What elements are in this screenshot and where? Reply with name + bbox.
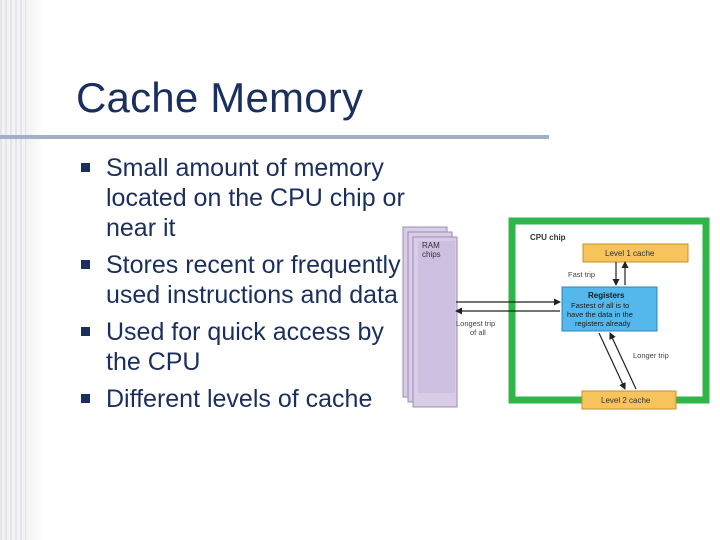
ram-chips: RAM chips bbox=[402, 226, 458, 408]
bullet-square-icon bbox=[81, 163, 90, 172]
bullet-item: Stores recent or frequently used instruc… bbox=[76, 250, 416, 310]
level1-cache-label: Level 1 cache bbox=[605, 249, 655, 258]
ram-label-line1: RAM bbox=[422, 241, 440, 250]
slide-title: Cache Memory bbox=[76, 74, 364, 121]
level2-cache: Level 2 cache bbox=[581, 390, 677, 410]
l2-registers-arrows bbox=[598, 332, 637, 390]
bullet-item: Different levels of cache bbox=[76, 384, 416, 414]
ram-label-line2: chips bbox=[422, 250, 441, 259]
longest-trip-label-line1: Longest trip bbox=[456, 319, 495, 328]
level1-cache: Level 1 cache bbox=[582, 243, 689, 263]
bullet-text: Stores recent or frequently used instruc… bbox=[106, 251, 401, 309]
bullet-item: Small amount of memory located on the CP… bbox=[76, 153, 416, 243]
registers-title: Registers bbox=[588, 291, 625, 300]
bullet-text: Used for quick access by the CPU bbox=[106, 318, 384, 376]
ram-registers-arrows bbox=[455, 298, 561, 315]
level2-cache-label: Level 2 cache bbox=[601, 396, 651, 405]
longest-trip-label-line2: of all bbox=[470, 328, 486, 337]
longer-trip-label: Longer trip bbox=[633, 351, 669, 360]
bullet-text: Different levels of cache bbox=[106, 385, 373, 413]
cache-diagram: RAM chips CPU chip Level 1 cache Registe… bbox=[402, 217, 710, 410]
registers-text-line2: have the data in the bbox=[567, 310, 633, 319]
registers-text-line1: Fastest of all is to bbox=[571, 301, 629, 310]
title-underline bbox=[0, 135, 549, 139]
bullet-square-icon bbox=[81, 327, 90, 336]
bullet-list: Small amount of memory located on the CP… bbox=[76, 153, 416, 421]
registers: Registers Fastest of all is to have the … bbox=[561, 286, 658, 332]
bullet-square-icon bbox=[81, 394, 90, 403]
l1-registers-arrows bbox=[612, 261, 629, 286]
cpu-chip-label: CPU chip bbox=[530, 233, 566, 242]
decorative-left-band bbox=[0, 0, 44, 540]
bullet-square-icon bbox=[81, 260, 90, 269]
bullet-text: Small amount of memory located on the CP… bbox=[106, 154, 405, 242]
fast-trip-label: Fast trip bbox=[568, 270, 595, 279]
registers-text-line3: registers already bbox=[575, 319, 631, 328]
bullet-item: Used for quick access by the CPU bbox=[76, 317, 416, 377]
